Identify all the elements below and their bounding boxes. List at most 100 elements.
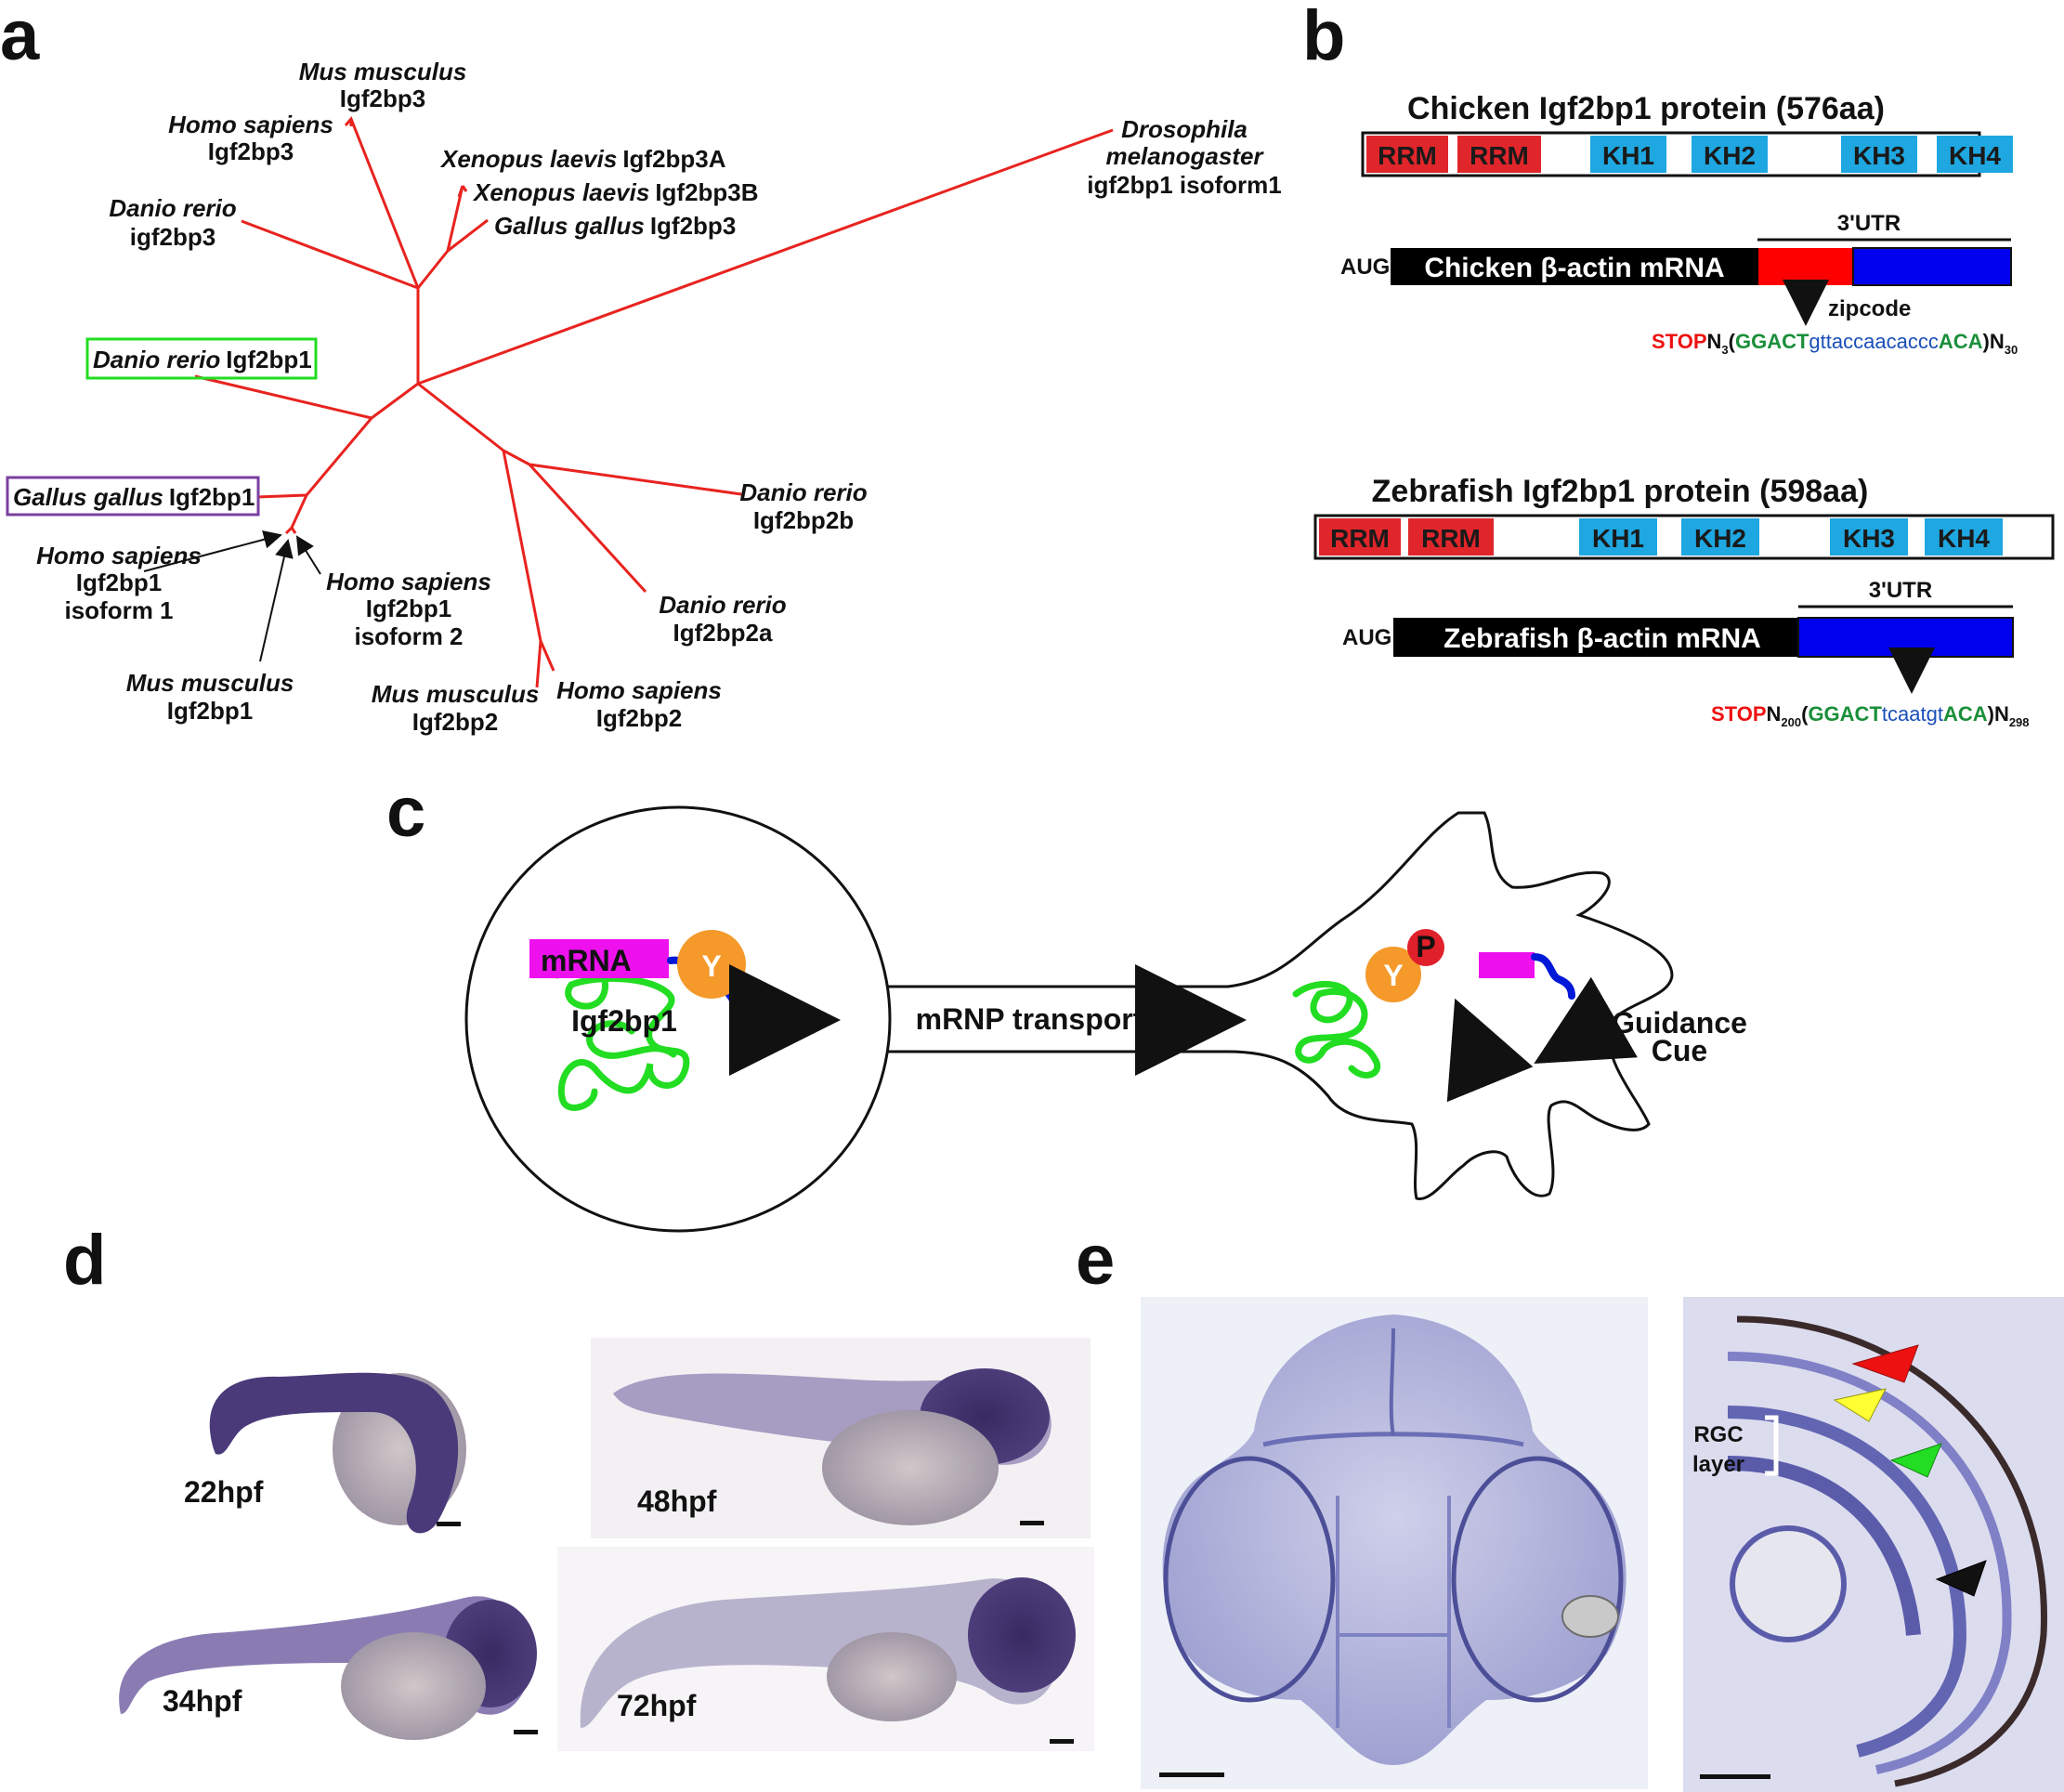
src-arrow bbox=[1446, 998, 1534, 1103]
panel-d-letter: d bbox=[63, 1221, 106, 1300]
kh3-label: KH3 bbox=[1843, 524, 1895, 553]
stage-label: 72hpf bbox=[617, 1689, 697, 1722]
layer-label: layer bbox=[1692, 1452, 1744, 1477]
yolk bbox=[827, 1632, 957, 1721]
tree-label-gene: Igf2bp1 bbox=[366, 595, 451, 622]
utr-region bbox=[1852, 247, 2012, 286]
kh1-domain bbox=[1579, 518, 1657, 556]
eye-outline bbox=[1163, 1456, 1336, 1703]
rrm-label: RRM bbox=[1421, 524, 1481, 553]
tree-label-species: Homo sapiens bbox=[168, 111, 333, 138]
rrm-label: RRM bbox=[1330, 524, 1390, 553]
tree-branch bbox=[194, 374, 372, 420]
yolk bbox=[822, 1410, 999, 1525]
chicken-zipcode-sequence: STOPN3(GGACTgttaccaacacccACA)N30 bbox=[1652, 330, 2018, 357]
kh1-label: KH1 bbox=[1592, 524, 1644, 553]
embryo-48hpf: 48hpf bbox=[591, 1338, 1091, 1538]
aug-label: AUG bbox=[1340, 255, 1390, 280]
mrna-label: mRNA bbox=[541, 944, 632, 977]
tree-label-species: Mus musculus bbox=[372, 680, 540, 708]
rgc-bracket bbox=[1765, 1415, 1779, 1476]
tree-branch bbox=[241, 219, 419, 290]
embryo-head bbox=[968, 1577, 1076, 1693]
panel-a-letter: a bbox=[0, 0, 40, 75]
stage-label: 48hpf bbox=[637, 1485, 717, 1518]
tree-label-gene: Igf2bp1 bbox=[76, 569, 162, 596]
rrm-domain bbox=[1408, 518, 1494, 556]
yellow-arrowhead bbox=[1833, 1388, 1887, 1422]
tree-label-gene: Igf2bp2a bbox=[673, 619, 773, 647]
embryo-body bbox=[119, 1596, 532, 1715]
tyrosine-residue bbox=[1365, 947, 1421, 1002]
tree-label-species: Danio rerio bbox=[109, 194, 236, 222]
tree-label-gene: Igf2bp2 bbox=[412, 708, 498, 736]
tree-label-gene: Igf2bp3 bbox=[340, 85, 425, 112]
kh2-label: KH2 bbox=[1704, 141, 1756, 170]
highlight-box-green bbox=[85, 337, 318, 380]
tree-branch bbox=[371, 382, 419, 420]
mrnp-transport-label: mRNP transport bbox=[916, 1002, 1143, 1036]
stage-label: 34hpf bbox=[163, 1684, 242, 1718]
tree-label-species: Homo sapiens bbox=[326, 568, 491, 595]
src-label: Src bbox=[1458, 1052, 1507, 1085]
scale-bar bbox=[514, 1730, 538, 1734]
pigment-layer bbox=[1736, 1315, 2047, 1787]
coding-region bbox=[1393, 618, 1798, 657]
coding-region bbox=[1391, 248, 1758, 285]
phosphate-group bbox=[1407, 929, 1444, 966]
tree-branch bbox=[416, 185, 464, 289]
phylogenetic-tree: Mus musculus Igf2bp3 Homo sapiens Igf2bp… bbox=[6, 58, 1282, 736]
utr-label: 3'UTR bbox=[1837, 211, 1901, 236]
eye-outline bbox=[1451, 1456, 1624, 1703]
tree-branch bbox=[447, 218, 489, 253]
rrm-label: RRM bbox=[1378, 141, 1437, 170]
retina-closeup-image: RGC layer bbox=[1683, 1297, 2064, 1792]
neuron-outline bbox=[864, 811, 1674, 1200]
tree-label-gene: Igf2bp1 bbox=[167, 697, 253, 725]
zebrafish-protein-diagram: Zebrafish Igf2bp1 protein (598aa) RRM RR… bbox=[1313, 474, 2055, 560]
scale-bar bbox=[1020, 1521, 1044, 1525]
neuron-diagram: mRNA Y Igf2bp1 mRNP transport Y P Src Gu… bbox=[464, 805, 1747, 1233]
stage-label: 22hpf bbox=[184, 1475, 264, 1509]
tree-label-species: Homo sapiens bbox=[556, 676, 722, 704]
tree-branch bbox=[502, 450, 542, 688]
guidance-label: Guidance bbox=[1612, 1006, 1747, 1040]
zebrafish-mrna-label: Zebrafish β-actin mRNA bbox=[1443, 623, 1761, 654]
mrna-strand bbox=[529, 939, 669, 978]
black-arrowhead bbox=[1935, 1560, 1987, 1597]
highlight-box-purple bbox=[6, 476, 260, 517]
scale-bar bbox=[1700, 1774, 1770, 1779]
tyrosine-label: Y bbox=[701, 949, 721, 983]
zebrafish-zipcode-sequence: STOPN200(GGACTtcaatgtACA)N298 bbox=[1711, 702, 2030, 729]
kh2-domain bbox=[1681, 518, 1759, 556]
cue-label: Cue bbox=[1652, 1034, 1707, 1067]
rrm-label: RRM bbox=[1470, 141, 1529, 170]
tree-branch bbox=[503, 449, 742, 496]
scale-bar bbox=[437, 1522, 461, 1526]
tree-label-gene: igf2bp1 isoform1 bbox=[1087, 171, 1281, 199]
chicken-mrna-label: Chicken β-actin mRNA bbox=[1424, 253, 1724, 283]
kh1-domain bbox=[1590, 136, 1666, 173]
yolk bbox=[341, 1632, 486, 1740]
utr-zipcode-region bbox=[1758, 248, 1853, 285]
aug-label: AUG bbox=[1342, 625, 1391, 650]
embryo-34hpf: 34hpf bbox=[102, 1561, 548, 1740]
phosphate-label: P bbox=[1416, 930, 1435, 963]
tissue-boundary bbox=[1336, 1496, 1451, 1728]
tree-label-gene: Igf2bp3 bbox=[208, 137, 294, 165]
embryo-body bbox=[209, 1372, 459, 1534]
embryo-72hpf: 72hpf bbox=[557, 1547, 1094, 1751]
tree-label-species: Mus musculus bbox=[126, 669, 294, 697]
utr-label: 3'UTR bbox=[1869, 578, 1932, 603]
chicken-protein-diagram: Chicken Igf2bp1 protein (576aa) RRM RRM … bbox=[1361, 91, 2013, 177]
tree-label-species: Drosophila bbox=[1121, 115, 1248, 143]
tree-label-gene: Igf2bp2 bbox=[596, 704, 682, 732]
green-arrowhead bbox=[1889, 1443, 1942, 1478]
pointer-arrow bbox=[143, 530, 282, 572]
kh1-label: KH1 bbox=[1602, 141, 1654, 170]
mrna-strand bbox=[1479, 952, 1535, 978]
midline bbox=[1389, 1328, 1395, 1436]
